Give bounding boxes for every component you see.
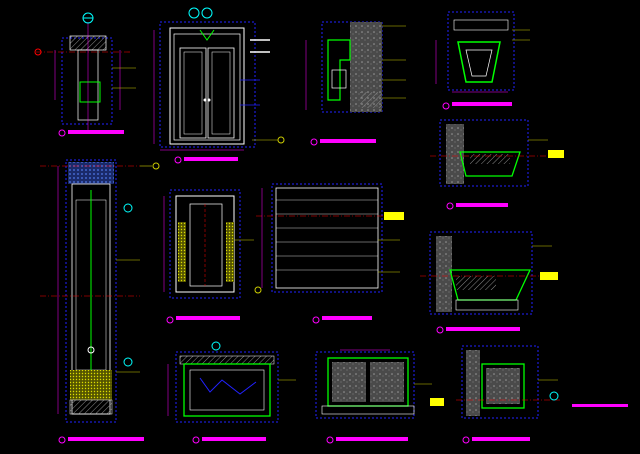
detail-7-panel-elevation — [256, 183, 404, 324]
detail-2-door-elevation — [153, 7, 285, 164]
detail-11-twin-panel — [315, 349, 444, 444]
detail-1-column-section — [34, 12, 136, 137]
detail-4-trapezoid-section — [435, 11, 530, 110]
detail-3-wall-section — [305, 21, 406, 146]
detail-10-cabinet-elevation — [167, 341, 296, 444]
detail-6-single-door — [163, 189, 262, 324]
detail-5-column-elevation — [40, 159, 160, 444]
detail-8-base-section — [430, 119, 564, 210]
detail-12-corner-section — [456, 345, 628, 444]
detail-9-basin-section — [420, 231, 558, 334]
